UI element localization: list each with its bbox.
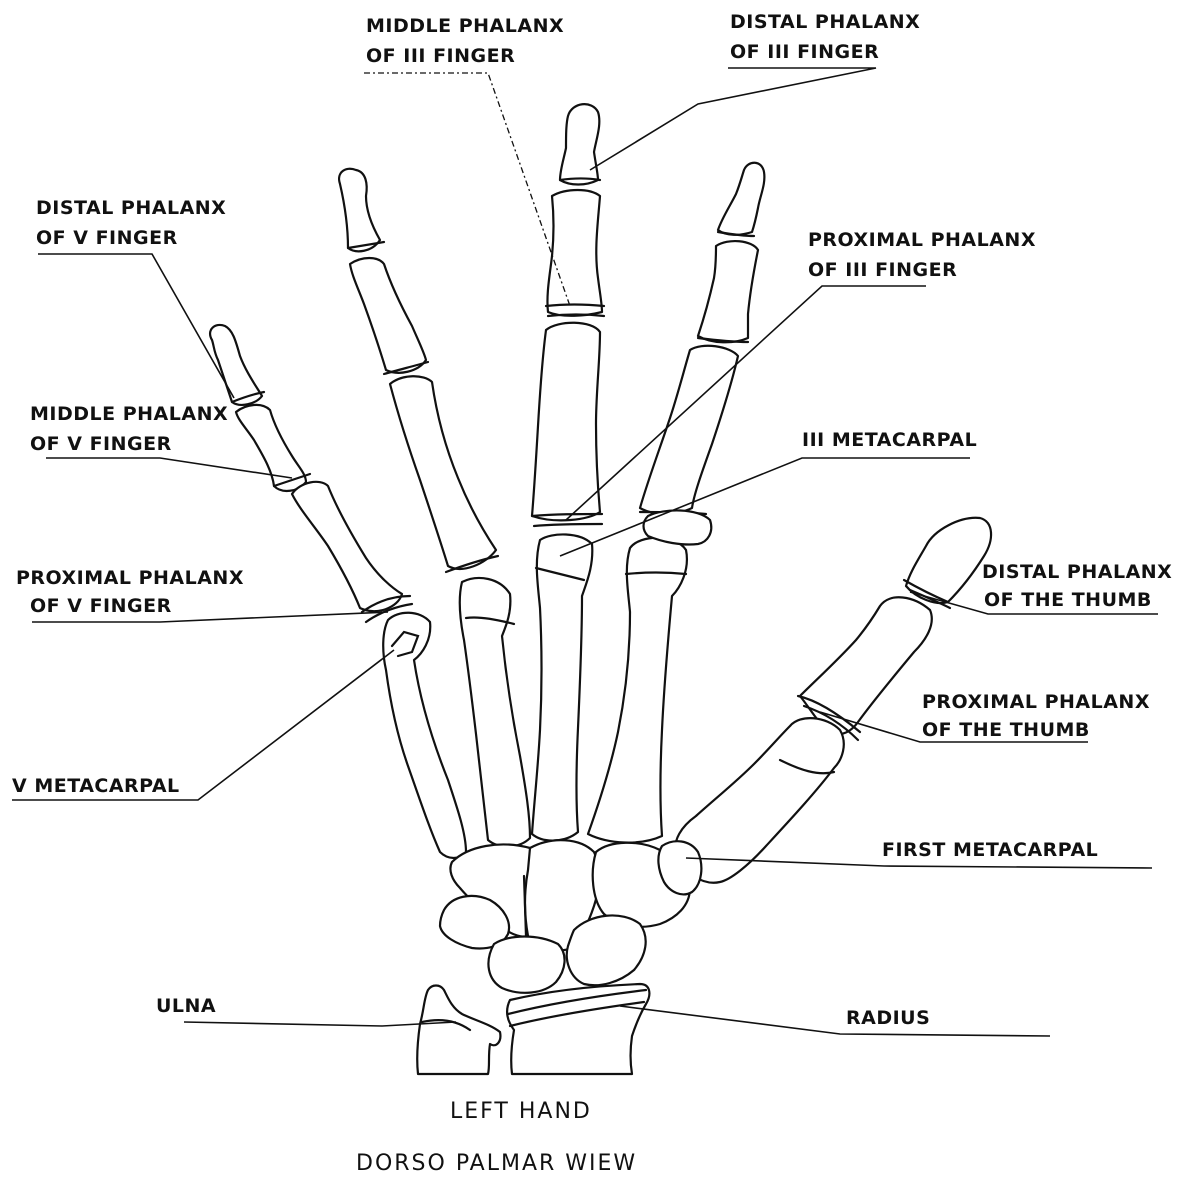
caption-line1: LEFT HAND	[450, 1099, 592, 1124]
label-proximal-phalanx-iii-line1: PROXIMAL PHALANX	[808, 229, 1036, 251]
carpals	[440, 840, 701, 993]
ii-finger	[588, 163, 764, 843]
label-v-metacarpal: V METACARPAL	[12, 775, 180, 797]
v-metacarpal	[383, 613, 466, 858]
label-ulna: ULNA	[156, 995, 216, 1017]
distal-phalanx-thumb	[906, 518, 991, 603]
middle-phalanx-iv	[350, 258, 426, 373]
label-middle-phalanx-v-line2: OF V FINGER	[30, 433, 172, 455]
proximal-phalanx-iii	[532, 323, 600, 521]
label-distal-phalanx-v-line1: DISTAL PHALANX	[36, 197, 226, 219]
lunate	[488, 937, 564, 993]
label-distal-phalanx-thumb-line1: DISTAL PHALANX	[982, 561, 1172, 583]
proximal-phalanx-ii	[640, 346, 738, 514]
iii-finger	[532, 104, 604, 840]
radius-bone	[507, 984, 649, 1074]
proximal-phalanx-thumb	[800, 597, 932, 734]
label-proximal-phalanx-v-line1: PROXIMAL PHALANX	[16, 567, 244, 589]
distal-phalanx-v	[210, 325, 262, 405]
forearm	[417, 984, 649, 1074]
proximal-phalanx-v	[292, 482, 402, 611]
label-distal-phalanx-iii-line1: DISTAL PHALANX	[730, 11, 920, 33]
label-proximal-phalanx-iii-line2: OF III FINGER	[808, 259, 957, 281]
label-middle-phalanx-iii-line2: OF III FINGER	[366, 45, 515, 67]
proximal-phalanx-iv	[390, 376, 496, 569]
distal-phalanx-ii	[718, 163, 764, 235]
label-distal-phalanx-thumb-line2: OF THE THUMB	[984, 589, 1152, 611]
label-middle-phalanx-iii-line1: MIDDLE PHALANX	[366, 15, 564, 37]
middle-phalanx-iii	[547, 190, 602, 316]
label-proximal-phalanx-thumb-line2: OF THE THUMB	[922, 719, 1090, 741]
ulna-bone	[417, 986, 500, 1075]
label-iii-metacarpal: III METACARPAL	[802, 429, 977, 451]
label-proximal-phalanx-v-line2: OF V FINGER	[30, 595, 172, 617]
label-distal-phalanx-iii-line2: OF III FINGER	[730, 41, 879, 63]
label-first-metacarpal: FIRST METACARPAL	[882, 839, 1098, 861]
ii-metacarpal	[588, 538, 687, 843]
caption-line2: DORSO PALMAR WIEW	[356, 1151, 637, 1176]
label-proximal-phalanx-thumb-line1: PROXIMAL PHALANX	[922, 691, 1150, 713]
label-middle-phalanx-v-line1: MIDDLE PHALANX	[30, 403, 228, 425]
scaphoid	[567, 915, 646, 985]
middle-phalanx-ii	[698, 241, 758, 342]
label-radius: RADIUS	[846, 1007, 930, 1029]
distal-phalanx-iv	[339, 169, 380, 252]
distal-phalanx-iii	[560, 104, 599, 184]
label-distal-phalanx-v-line2: OF V FINGER	[36, 227, 178, 249]
